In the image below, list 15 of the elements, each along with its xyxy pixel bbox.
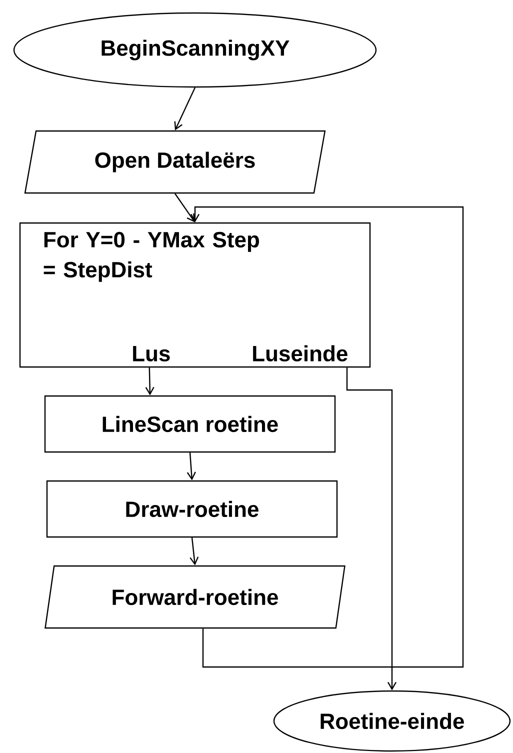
io-parallelogram: Forward-roetine [44,565,346,629]
arrow [145,368,154,396]
loop-condition-text: For Y=0 - YMax Step = StepDist [44,232,259,282]
arrow [346,368,397,690]
process-box: Draw-roetine [46,480,338,538]
branch-label: Luseinde [253,345,348,362]
process-box: LineScan roetine [44,395,336,453]
process-box [19,222,371,368]
arrow [190,206,464,668]
io-parallelogram: Open Dataleërs [24,130,326,194]
arrow [174,87,196,130]
branch-label: Lus [133,346,170,362]
arrow [190,538,199,566]
arrow [174,193,195,222]
arrow [186,452,196,480]
